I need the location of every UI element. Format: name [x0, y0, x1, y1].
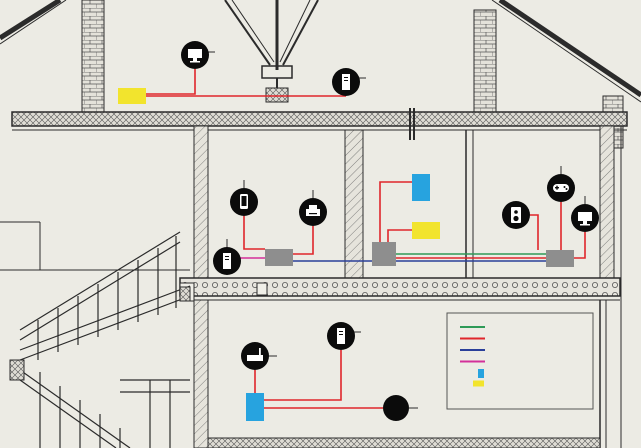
desktop-tower-icon[interactable]	[213, 239, 241, 275]
speaker-icon[interactable]	[502, 201, 530, 229]
gamepad-icon[interactable]	[547, 166, 575, 202]
desktop-tower-icon[interactable]	[332, 68, 366, 96]
cable-red-panel	[387, 229, 412, 242]
generic-device-icon[interactable]	[383, 395, 418, 421]
switch-box-center	[372, 242, 396, 266]
network-hubs	[118, 88, 574, 421]
cable-routing	[146, 69, 586, 409]
yellow-panel-attic	[118, 88, 146, 104]
cable-red-tv	[574, 232, 586, 259]
legend-swatch-6	[473, 380, 484, 387]
desktop-tower-icon[interactable]	[327, 322, 361, 350]
smartphone-icon[interactable]	[230, 180, 258, 216]
cable-red-phone	[243, 216, 265, 250]
legend-frame	[446, 312, 594, 410]
monitor-icon[interactable]	[571, 196, 599, 232]
legend-entries	[460, 326, 485, 387]
switch-box-right	[546, 250, 574, 267]
wireless-router-icon[interactable]	[241, 342, 277, 370]
legend-swatch-5	[478, 369, 484, 378]
switch-box-left	[265, 249, 293, 266]
blue-router-lower	[246, 393, 264, 421]
cable-red-speaker	[530, 214, 539, 250]
cable-red-lower-pc	[264, 350, 342, 401]
cable-red-router	[379, 181, 412, 242]
printer-icon[interactable]	[299, 190, 327, 226]
cable-red-attic-tv	[146, 69, 196, 95]
blue-router-mid	[412, 174, 430, 201]
monitor-icon[interactable]	[181, 41, 215, 69]
devices	[181, 41, 599, 421]
legend-panel	[446, 312, 594, 410]
yellow-panel-mid	[412, 222, 440, 239]
cable-red-printer	[293, 226, 314, 255]
